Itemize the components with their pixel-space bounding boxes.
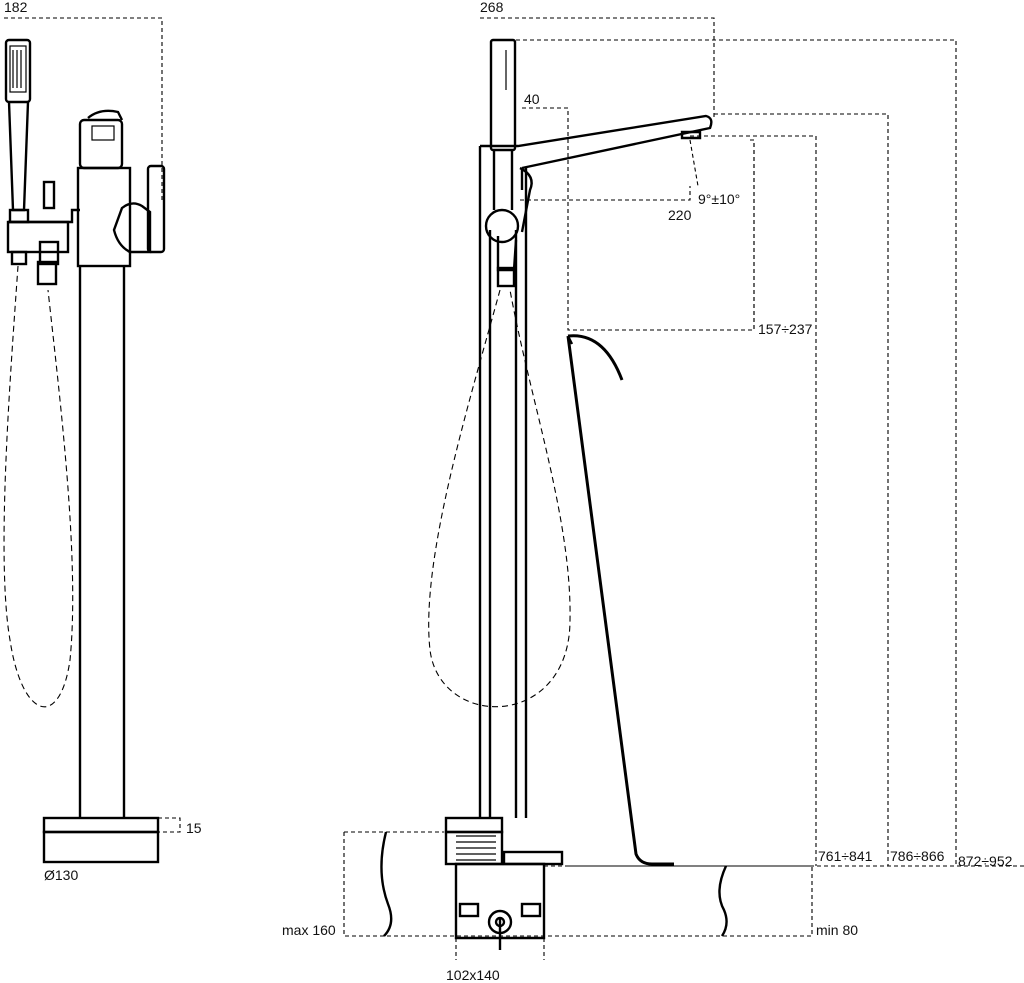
stand-pipe-front: 15 Ø130 (42, 266, 202, 883)
dim-height-outlet: 761÷841 (818, 848, 873, 864)
mixer-body-front (6, 109, 166, 286)
dim-base-height: 15 (186, 820, 202, 836)
dim-spout-clearance: 157÷237 (758, 321, 813, 337)
dim-spout-reach: 220 (668, 207, 692, 223)
dim-base-diameter: Ø130 (44, 867, 78, 883)
hand-shower-front (4, 38, 32, 224)
dim-height-spout: 786÷866 (890, 848, 945, 864)
hose-front (3, 265, 74, 708)
dim-width-side: 268 (480, 0, 504, 15)
dim-width-front: 182 (4, 0, 28, 15)
floor-mount-side (444, 816, 564, 950)
dim-box-size: 102x140 (446, 967, 500, 983)
hand-shower-side (489, 38, 517, 210)
dim-height-total: 872÷952 (958, 853, 1013, 869)
spout-side (480, 114, 713, 233)
bathtub-outline (566, 334, 674, 866)
dim-handle-offset: 40 (524, 91, 540, 107)
hose-side (428, 289, 571, 708)
dim-floor-min: min 80 (816, 922, 858, 938)
stand-pipe-side (478, 146, 528, 818)
dim-spout-angle: 9°±10° (698, 191, 740, 207)
dim-floor-max: max 160 (282, 922, 336, 938)
front-view: 182 (3, 0, 202, 883)
floor-slab (343, 831, 1024, 937)
side-view: 268 40 220 9°±10° 157÷237 (282, 0, 1024, 983)
